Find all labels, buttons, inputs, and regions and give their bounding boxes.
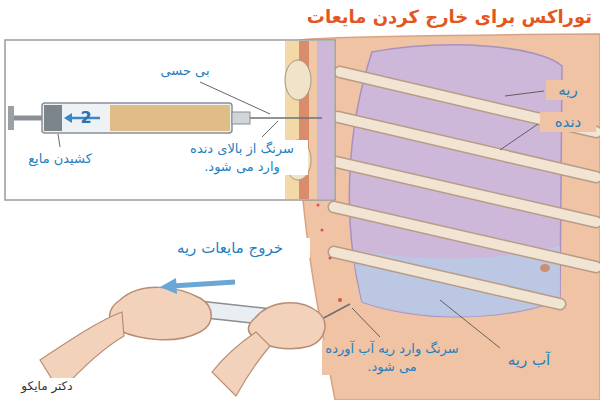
dot (338, 298, 342, 302)
forearm (212, 332, 270, 396)
syringe-entry-note: سرنگ وارد ریه آب آورده می شود. (322, 340, 462, 375)
rib-section (285, 60, 311, 100)
rib (334, 252, 560, 304)
torso (298, 34, 600, 400)
anesthesia-label: بی حسی (150, 62, 220, 80)
draw-fluid-label: کشیدن مایع (10, 150, 110, 168)
leader-line (262, 121, 278, 137)
inset-syringe (8, 103, 322, 133)
leader-line (505, 91, 544, 96)
left-hand (110, 287, 212, 339)
rib-outline (334, 252, 560, 304)
plunger-cap (8, 106, 14, 130)
dot (321, 229, 324, 232)
watermark: دکتر مایکو (4, 378, 90, 394)
title: توراکس برای خارج کردن مایعات (286, 5, 594, 29)
puncture-marks (317, 204, 343, 303)
pleura-layer (309, 41, 317, 199)
plunger-rod (10, 116, 42, 121)
inset-frame (5, 40, 335, 200)
dot (329, 257, 332, 260)
outflow-label: خروج مایعات ریه (150, 238, 310, 258)
arrow-head (160, 278, 177, 294)
leader-line (200, 82, 270, 114)
leader-line (58, 134, 60, 147)
needle (250, 117, 322, 119)
pleural-fluid-label: آب ریه (488, 350, 570, 370)
needle-entry-note: سرنگ از بالای دنده وارد می شود. (176, 140, 308, 175)
syringe-tip (232, 112, 250, 124)
fluid (110, 105, 230, 131)
lung-layer (317, 41, 334, 199)
ribs (334, 72, 596, 304)
leader-line (352, 308, 380, 337)
arrow-head (64, 113, 72, 123)
syringe-barrel (42, 103, 232, 133)
leader-line (500, 124, 538, 150)
plunger-head (44, 105, 62, 131)
lung-label: ریه (546, 80, 590, 100)
rib-label: دنده (540, 112, 596, 132)
nipple (540, 264, 550, 272)
leader-lines (58, 82, 544, 348)
outflow-arrow (172, 282, 235, 286)
scale-number: 2 (76, 107, 96, 129)
dot (317, 204, 320, 207)
